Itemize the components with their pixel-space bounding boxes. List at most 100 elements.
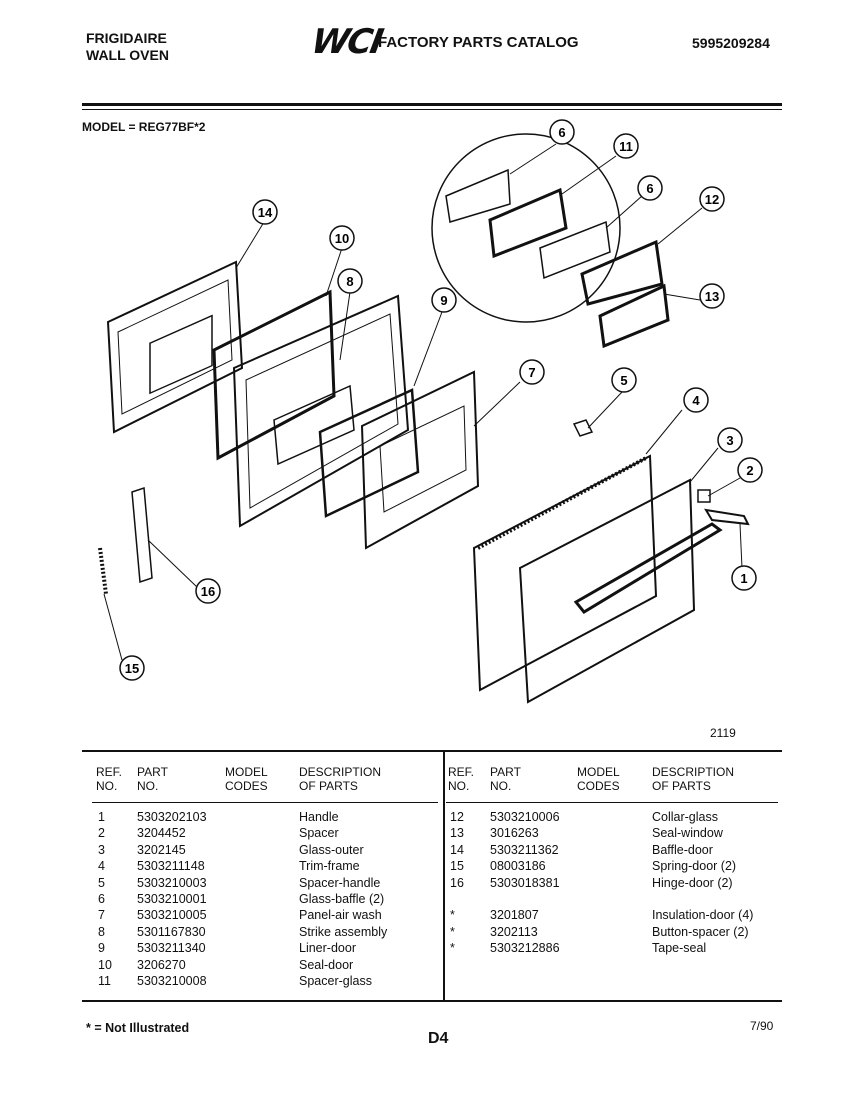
revision-date: 7/90 (750, 1019, 774, 1033)
part-number-cell: 3202145 (137, 842, 186, 857)
description-cell: Seal-door (299, 957, 354, 972)
baffle-door-part (106, 260, 244, 434)
callout-6b-label: 6 (646, 181, 653, 196)
header-rule-thick (82, 103, 782, 106)
seal-door-part (212, 289, 336, 461)
callout-2-label: 2 (746, 463, 753, 478)
ref-cell: 10 (98, 957, 112, 972)
description-cell (652, 892, 778, 908)
part-number-cell: 5303211148 (137, 859, 205, 874)
hinge-part (131, 486, 153, 584)
model-codes-cell (577, 810, 652, 826)
left-header-underline (92, 802, 438, 803)
part-number-cell: 5303212886 (490, 941, 560, 956)
table-row: 4 5303211148 Trim-frame (96, 859, 439, 875)
detail-circle (431, 133, 621, 323)
spacer-handle-part (572, 419, 594, 437)
callout-6a: 6 (549, 119, 575, 145)
ref-cell: 5 (98, 875, 105, 890)
description-cell: Panel-air wash (299, 908, 382, 923)
description-cell: Spring-door (2) (652, 859, 737, 874)
table-row: 8 5301167830 Strike assembly (96, 925, 439, 941)
wci-logo: WCI (308, 22, 385, 62)
callout-16-label: 16 (201, 584, 215, 599)
ref-cell: 4 (98, 859, 105, 874)
callout-10: 10 (329, 225, 355, 251)
description-cell: Hinge-door (2) (652, 875, 733, 890)
footnote: * = Not Illustrated (86, 1021, 190, 1035)
ref-cell: 2 (98, 826, 105, 841)
part-number-cell: 5303018381 (490, 875, 560, 890)
callout-4-label: 4 (692, 393, 700, 408)
description-cell: Seal-window (652, 826, 723, 841)
description-cell: Handle (299, 810, 339, 824)
table-bottom-rule (82, 1000, 782, 1002)
model-codes-cell (225, 892, 299, 908)
ref-cell: 8 (98, 924, 105, 939)
part-number-cell: 08003186 (490, 859, 546, 874)
description-cell: Glass-outer (299, 842, 364, 857)
part-number-cell: 5303210008 (137, 973, 207, 988)
catalog-title: FACTORY PARTS CATALOG (378, 34, 579, 51)
description-cell: Spacer-glass (299, 973, 372, 988)
model-codes-cell (225, 958, 299, 974)
air-wash-panel-part (360, 370, 480, 550)
callout-7: 7 (519, 359, 545, 385)
description-cell: Trim-frame (299, 859, 360, 874)
description-cell: Insulation-door (4) (652, 908, 754, 923)
part-number-cell: 5303210005 (137, 908, 207, 923)
model-codes-cell (577, 892, 652, 908)
catalog-number: 5995209284 (692, 35, 770, 51)
spacer-part (697, 489, 711, 503)
model-codes-cell (225, 908, 299, 924)
ref-cell: 9 (98, 941, 105, 956)
callout-14-label: 14 (258, 205, 273, 220)
page-code: D4 (428, 1030, 449, 1047)
description-cell: Tape-seal (652, 941, 707, 956)
model-codes-cell (577, 859, 652, 875)
callout-15: 15 (119, 655, 145, 681)
table-divider (443, 750, 445, 1002)
callout-1: 1 (731, 565, 757, 591)
description-cell: Strike assembly (299, 924, 388, 939)
callout-5-label: 5 (620, 373, 627, 388)
ref-cell: 14 (450, 842, 464, 857)
table-row (448, 892, 778, 908)
callout-8-label: 8 (346, 274, 353, 289)
ref-cell: * (450, 941, 455, 956)
ref-cell: 7 (98, 908, 105, 923)
model-codes-cell (577, 826, 652, 842)
part-number-cell: 5301167830 (137, 924, 206, 939)
part-number-cell: 5303210001 (137, 891, 207, 906)
callout-9-label: 9 (440, 293, 447, 308)
callout-11-label: 11 (619, 139, 633, 154)
model-codes-cell (577, 843, 652, 859)
model-codes-cell (225, 941, 299, 957)
ref-cell: 13 (450, 826, 464, 841)
callout-6a-label: 6 (558, 125, 565, 140)
description-cell: Spacer (299, 826, 339, 841)
model-codes-cell (225, 876, 299, 892)
model-codes-cell (577, 908, 652, 924)
spring-part (98, 547, 108, 595)
exploded-parts-diagram: 1 2 3 4 5 6 6 7 8 9 10 11 12 13 14 15 16 (98, 119, 763, 704)
ref-cell: * (450, 908, 455, 923)
part-number-cell: 3204452 (137, 826, 186, 841)
ref-cell (448, 892, 490, 908)
part-number-cell: 5303210006 (490, 810, 560, 824)
callout-15-label: 15 (125, 661, 139, 676)
part-number-cell: 5303202103 (137, 810, 207, 824)
